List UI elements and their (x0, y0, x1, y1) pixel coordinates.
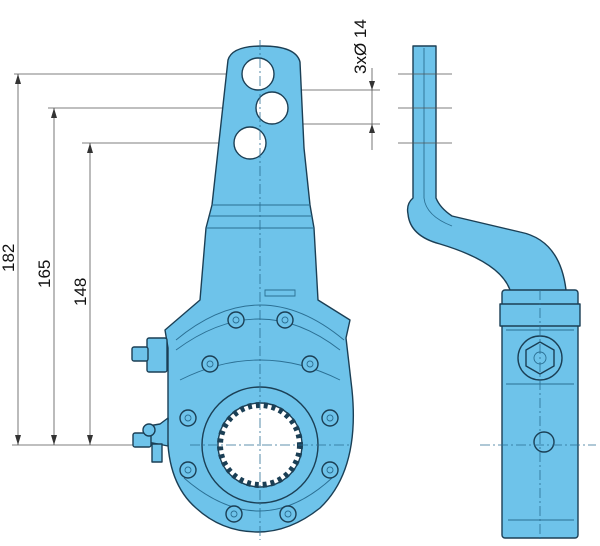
dimension-165: 165 (35, 260, 54, 288)
front-view (131, 40, 355, 540)
dimension-182: 182 (0, 244, 18, 272)
arm-hole-middle (255, 91, 289, 125)
side-view-grease-nipple (533, 431, 555, 453)
adjusting-nut (146, 337, 168, 373)
arm-hole-lower (233, 126, 267, 160)
side-view (398, 45, 596, 540)
front-bolts (179, 311, 339, 523)
hole-diameter-label: 3xØ 14 (351, 19, 370, 74)
grease-nipple-tip (142, 423, 156, 437)
grease-nipple (132, 432, 152, 448)
adjusting-nut-shaft (131, 346, 149, 362)
dimension-lines (12, 73, 270, 446)
arm-hole-upper (241, 57, 275, 91)
side-view-arm (406, 45, 569, 303)
dimension-148: 148 (71, 278, 90, 306)
grease-nipple-base (151, 443, 163, 463)
